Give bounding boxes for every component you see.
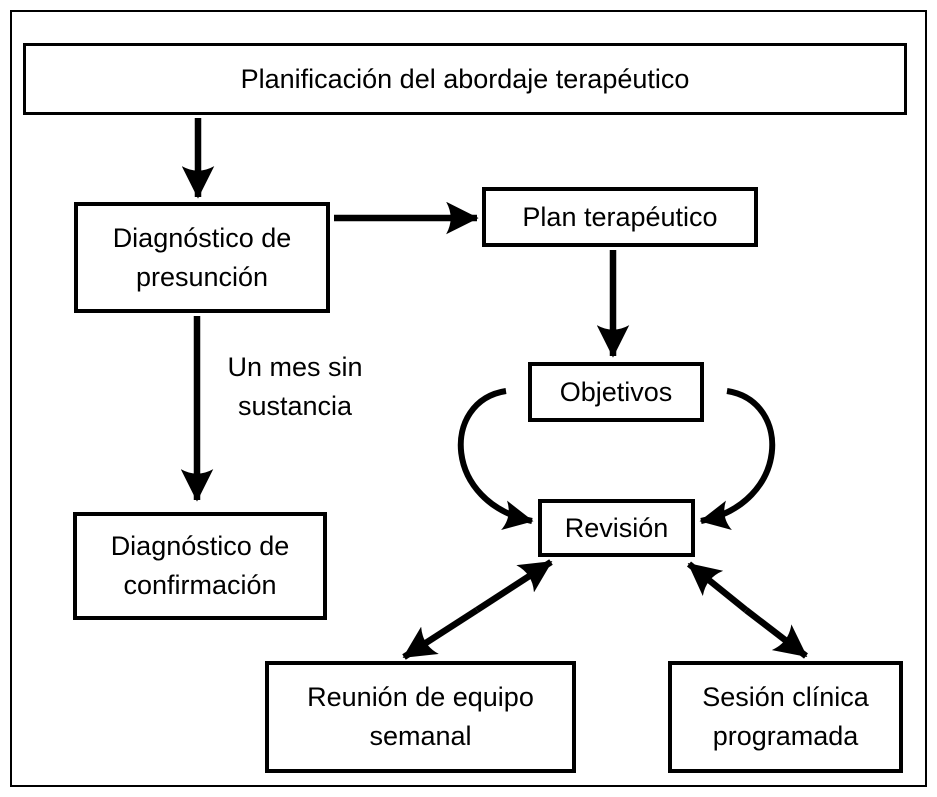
edge-objetivos-to-revision-right-curve: [699, 388, 776, 531]
node-planificacion-abordaje-terapeutico: Planificación del abordaje terapéutico: [23, 43, 907, 115]
edge-revision-reunion-upper-half: [475, 559, 553, 613]
edge-revision-sesion-lower-half: [744, 607, 808, 659]
edge-objetivos-to-revision-left-curve: [457, 388, 534, 531]
node-objetivos: Objetivos: [528, 362, 704, 422]
edge-revision-reunion-lower-half: [402, 607, 479, 660]
node-sesion-clinica-programada: Sesión clínica programada: [668, 661, 903, 773]
node-revision: Revisión: [538, 499, 695, 557]
edge-label-un-mes-sin-sustancia: Un mes sin sustancia: [227, 352, 363, 422]
node-plan-terapeutico: Plan terapéutico: [482, 187, 758, 247]
diagram-border: [10, 10, 927, 787]
edge-revision-sesion-upper-half: [686, 561, 749, 613]
node-diagnostico-de-presuncion: Diagnóstico de presunción: [74, 202, 330, 313]
node-reunion-de-equipo-semanal: Reunión de equipo semanal: [265, 661, 576, 773]
node-diagnostico-de-confirmacion: Diagnóstico de confirmación: [73, 512, 327, 620]
